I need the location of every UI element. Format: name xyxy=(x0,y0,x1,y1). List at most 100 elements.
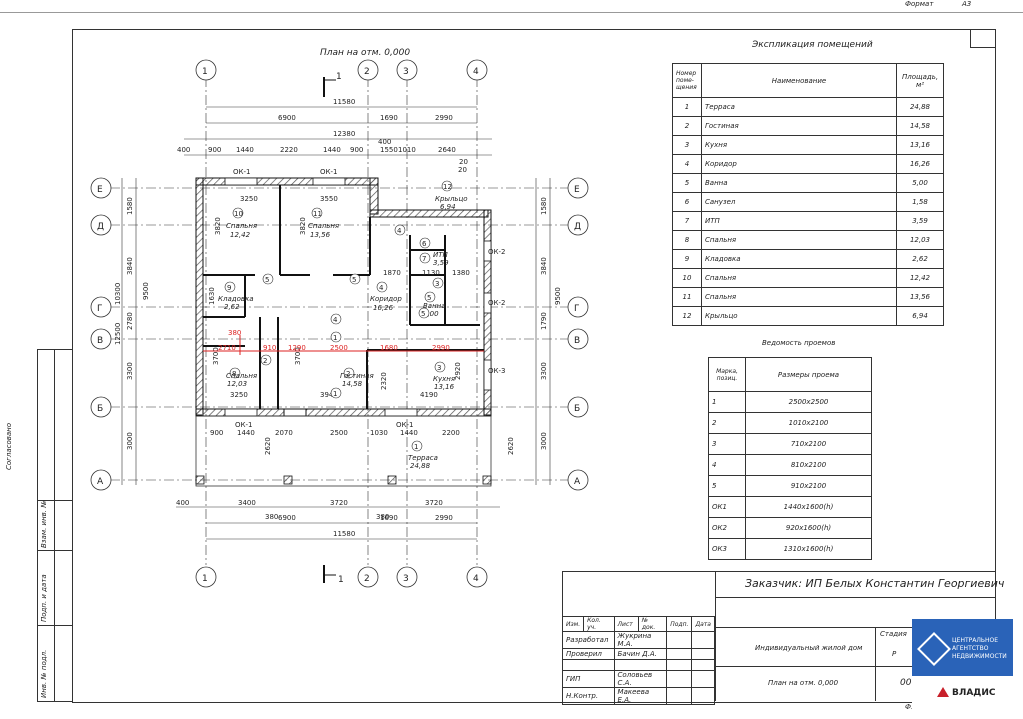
plan-title: План на отм. 0,000 xyxy=(320,48,410,58)
room-3-area: 13,16 xyxy=(434,383,455,391)
explication-title: Экспликация помещений xyxy=(752,40,873,50)
room-1-num: 1 xyxy=(414,443,418,451)
explication-name: Санузел xyxy=(701,192,897,212)
dim-int-1380: 1380 xyxy=(452,269,470,277)
explication-area: 12,42 xyxy=(896,268,944,288)
customer: Заказчик: ИП Белых Константин Георгиевич xyxy=(745,577,1005,590)
room-bubbles xyxy=(224,180,453,452)
dim-top-11580: 11580 xyxy=(333,98,355,106)
person-role xyxy=(562,659,615,671)
dim-int-2200: 2200 xyxy=(442,429,460,437)
dim-int-3250b: 3250 xyxy=(230,391,248,399)
explication-num: 7 xyxy=(672,211,702,231)
room-8-num: 8 xyxy=(232,370,236,378)
room-2-area: 14,58 xyxy=(342,380,363,388)
dim-bot-3400: 3400 xyxy=(238,499,256,507)
red-dim-2500: 2500 xyxy=(330,344,348,352)
explication-num: 6 xyxy=(672,192,702,212)
room-3-num: 3 xyxy=(437,364,441,372)
dim-top-1690: 1690 xyxy=(380,114,398,122)
room-6-num: 6 xyxy=(422,240,427,248)
explication-name: Крыльцо xyxy=(701,306,897,326)
dim-int-2620b: 2620 xyxy=(507,437,515,455)
side-stamp-agreed: Согласовано xyxy=(5,422,13,470)
red-dim-1290: 1290 xyxy=(288,344,306,352)
window-ok1-b: ОК-1 xyxy=(320,168,337,176)
room-1-area: 24,88 xyxy=(410,462,431,470)
dim-bot-3720b: 3720 xyxy=(425,499,443,507)
explication-name: Кухня xyxy=(701,135,897,155)
explication-num: 12 xyxy=(672,306,702,326)
room-8-area: 12,03 xyxy=(227,380,247,388)
grid-label-2-top: 2 xyxy=(364,67,370,77)
window-ok1-c: ОК-1 xyxy=(235,421,252,429)
room-12-area: 6,94 xyxy=(440,203,456,211)
explication-num: 8 xyxy=(672,230,702,250)
explication-area: 12,03 xyxy=(896,230,944,250)
explication-name: Коридор xyxy=(701,154,897,174)
openings-size: 1010х2100 xyxy=(745,412,872,434)
person-role: Разработал xyxy=(562,631,615,649)
grid-label-3-top: 3 xyxy=(403,67,409,77)
object-name: Индивидуальный жилой дом xyxy=(755,644,863,652)
room-4-area: 16,26 xyxy=(373,304,394,312)
dim-left-3840: 3840 xyxy=(126,257,134,275)
dim-top-6900: 6900 xyxy=(278,114,296,122)
explication-name: Ванна xyxy=(701,173,897,193)
person-role: ГИП xyxy=(562,670,615,688)
grid-row-D-left: Д xyxy=(97,222,104,232)
openings-mark: 3 xyxy=(708,433,746,455)
openings-size: 910х2100 xyxy=(745,475,872,497)
explication-num: 4 xyxy=(672,154,702,174)
title-block-header: Подп. xyxy=(666,616,693,632)
grid-row-A-left: А xyxy=(97,477,104,487)
title-block-header: Изм. xyxy=(561,616,585,632)
person-sign xyxy=(666,659,693,671)
title-block-header: Кол. уч. xyxy=(583,616,615,632)
dim-int-3250a: 3250 xyxy=(240,195,258,203)
explication-num: 10 xyxy=(672,268,702,288)
room-7-num: 7 xyxy=(422,255,426,263)
dim-int-2320: 2320 xyxy=(380,372,388,390)
door-mark-a: 5 xyxy=(265,276,269,284)
door-mark-g: 3 xyxy=(435,280,439,288)
person-date xyxy=(691,659,715,671)
person-sign xyxy=(666,631,693,649)
agency-line2: АГЕНТСТВО xyxy=(952,645,989,652)
grid-row-D-right: Д xyxy=(574,222,581,232)
openings-title: Ведомость проемов xyxy=(762,339,836,347)
explication-name: Терраса xyxy=(701,97,897,117)
room-11-name: Спальня xyxy=(308,222,339,230)
grid-row-A-right: А xyxy=(574,477,581,487)
grid-row-B-right: Б xyxy=(574,404,580,414)
interior-walls xyxy=(203,185,484,409)
grid-row-V-left: В xyxy=(97,336,103,346)
dim-top-900: 900 xyxy=(208,146,221,154)
dim-top-2990: 2990 xyxy=(435,114,453,122)
dim-bot-400: 400 xyxy=(176,499,189,507)
room-7-area: 3,59 xyxy=(433,259,449,267)
person-role: Н.Контр. xyxy=(562,687,615,705)
red-dim-1680: 1680 xyxy=(380,344,398,352)
brand-name: ВЛАДИС xyxy=(952,688,996,698)
room-9-num: 9 xyxy=(227,284,231,292)
dim-right-3300: 3300 xyxy=(540,362,548,380)
openings-size: 710х2100 xyxy=(745,433,872,455)
grid-axes-horizontal xyxy=(110,187,570,481)
top-strip xyxy=(0,0,1023,13)
red-dim-2710: 2710 xyxy=(218,344,236,352)
room-4-name: Коридор xyxy=(370,295,402,303)
door-mark-c: 4 xyxy=(397,227,402,235)
explication-name: Спальня xyxy=(701,230,897,250)
dim-int-900: 900 xyxy=(210,429,223,437)
grid-row-E-left: Е xyxy=(97,185,103,195)
title-block-person-row: Н.Контр.Макеева Е.А. xyxy=(562,687,715,705)
